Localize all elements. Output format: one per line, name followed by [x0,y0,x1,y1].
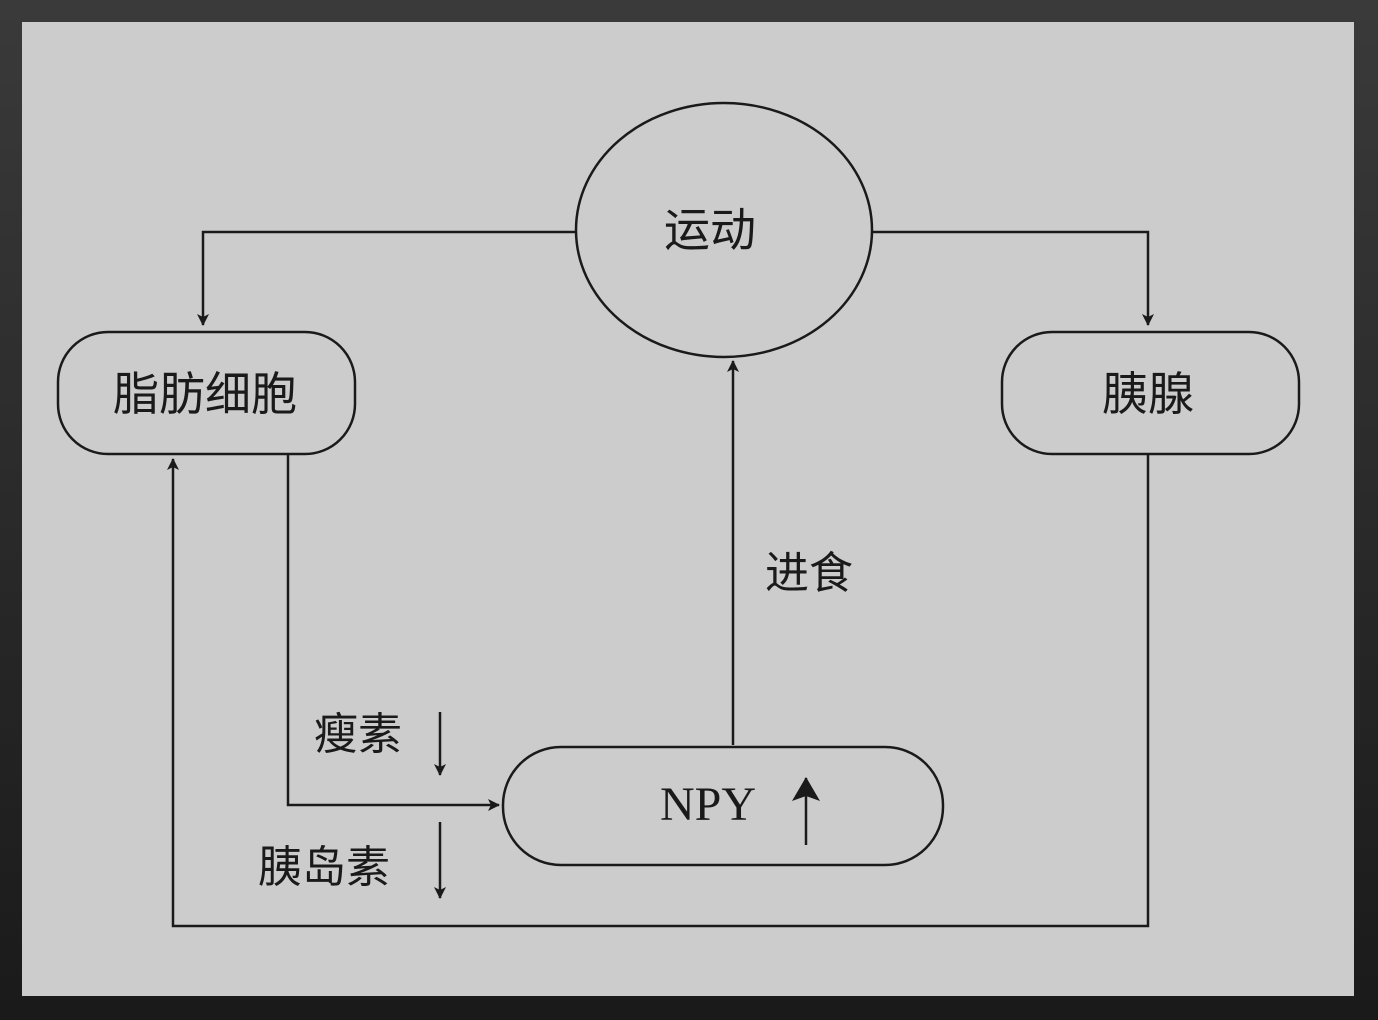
exercise-ellipse [574,101,874,359]
leptin-label: 瘦素 [314,709,402,760]
exercise-label: 运动 [664,203,756,257]
adipocyte-label: 脂肪细胞 [113,367,297,421]
diagram-panel [22,22,1354,996]
adipocyte-box [56,330,357,456]
edge-adipocyte-to-npy [286,454,500,811]
feeding-label: 进食 [765,548,853,599]
npy-label: NPY [660,778,756,831]
insulin-label: 胰岛素 [258,842,390,893]
pancreas-box [1000,330,1301,456]
node-npy: NPY [501,745,945,867]
edge-exercise-to-adipocyte [197,230,576,326]
edge-exercise-to-pancreas [872,230,1154,326]
node-pancreas: 胰腺 [1000,330,1301,456]
node-exercise: 运动 [574,101,874,359]
npy-box [501,745,945,867]
node-adipocyte: 脂肪细胞 [56,330,357,456]
pancreas-label: 胰腺 [1102,367,1194,421]
edge-pancreas-to-adipocyte [167,454,1150,928]
